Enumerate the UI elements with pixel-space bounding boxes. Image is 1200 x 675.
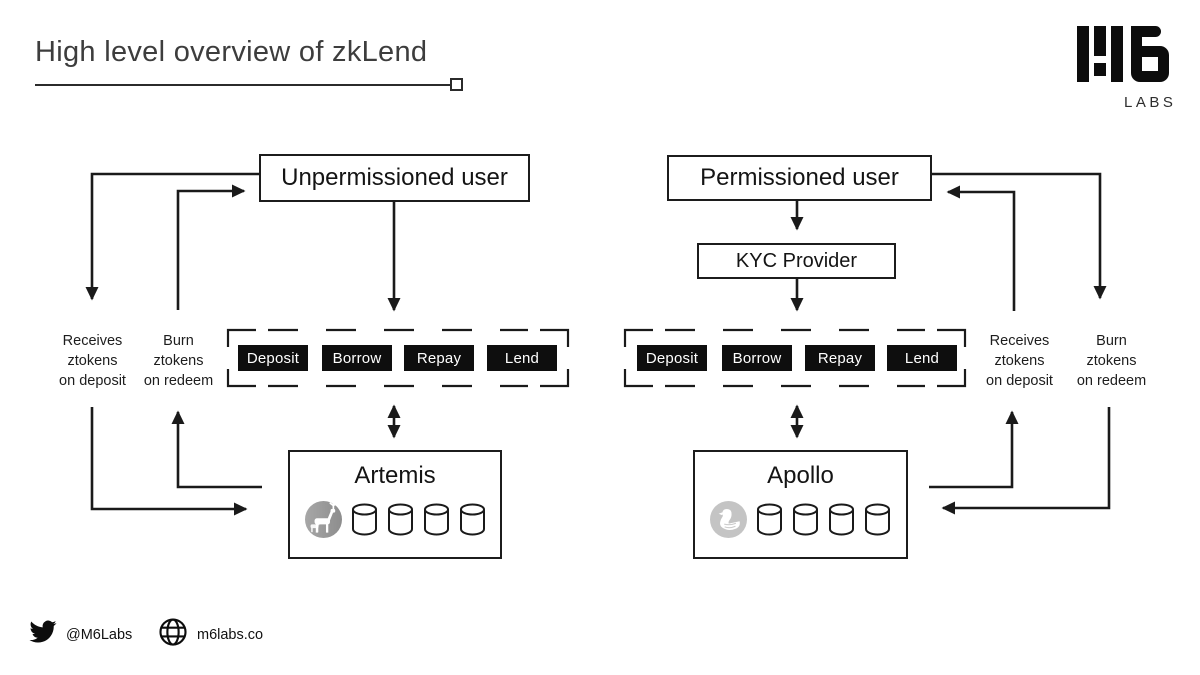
logo-bar-dot bbox=[1094, 63, 1106, 76]
repay-chip-left: Repay bbox=[404, 345, 474, 371]
permissioned-user-box: Permissioned user bbox=[667, 155, 932, 201]
burn-ztokens-label-right: Burn ztokens on redeem bbox=[1076, 333, 1147, 389]
permissioned-user-label: Permissioned user bbox=[700, 164, 899, 191]
website-url: m6labs.co bbox=[197, 627, 264, 643]
database-cylinder-icon bbox=[757, 503, 782, 536]
twitter-handle: @M6Labs bbox=[66, 627, 133, 643]
logo-labs-text: LABS bbox=[1124, 94, 1177, 111]
arrow-user-to-burn-right bbox=[932, 172, 1107, 300]
unpermissioned-user-label: Unpermissioned user bbox=[281, 164, 508, 191]
lend-chip-left: Lend bbox=[487, 345, 557, 371]
apollo-pool-title: Apollo bbox=[767, 462, 834, 489]
database-cylinder-icon bbox=[459, 503, 485, 536]
borrow-chip-right: Borrow bbox=[722, 345, 792, 371]
twitter-bird-icon bbox=[29, 620, 57, 643]
apollo-pool-icons bbox=[710, 501, 891, 538]
logo-digit-six bbox=[1131, 26, 1169, 82]
deposit-chip-right: Deposit bbox=[637, 345, 707, 371]
database-cylinder-icon bbox=[829, 503, 854, 536]
arrow-receives-to-user-right bbox=[946, 185, 1016, 311]
swan-icon bbox=[710, 501, 747, 538]
apollo-pool-box: Apollo bbox=[693, 450, 908, 559]
logo-bar bbox=[1077, 26, 1089, 82]
repay-chip-right: Repay bbox=[805, 345, 875, 371]
database-cylinder-icon bbox=[387, 503, 413, 536]
artemis-pool-icons bbox=[304, 501, 486, 538]
arrow-burn-to-apollo-right bbox=[941, 407, 1111, 515]
artemis-pool-box: Artemis bbox=[288, 450, 502, 559]
arrow-apollo-to-receives-right bbox=[929, 410, 1019, 489]
arrow-receives-to-artemis-left bbox=[90, 407, 248, 516]
burn-ztokens-label-left: Burn ztokens on redeem bbox=[143, 333, 214, 389]
kyc-provider-box: KYC Provider bbox=[697, 243, 896, 279]
database-cylinder-icon bbox=[423, 503, 449, 536]
database-cylinder-icon bbox=[793, 503, 818, 536]
receives-ztokens-label-right: Receives ztokens on deposit bbox=[986, 333, 1053, 389]
database-cylinder-icon bbox=[865, 503, 890, 536]
deer-icon bbox=[304, 501, 342, 538]
title-underline-endcap bbox=[450, 78, 463, 91]
page-title: High level overview of zkLend bbox=[35, 36, 428, 68]
logo-bar-split bbox=[1094, 26, 1106, 82]
arrow-burn-to-user-left bbox=[176, 184, 246, 310]
globe-icon bbox=[159, 618, 187, 646]
arrow-user-to-receives-left bbox=[85, 172, 259, 301]
borrow-chip-left: Borrow bbox=[322, 345, 392, 371]
lend-chip-right: Lend bbox=[887, 345, 957, 371]
deposit-chip-left: Deposit bbox=[238, 345, 308, 371]
title-underline bbox=[35, 84, 451, 86]
artemis-pool-title: Artemis bbox=[354, 462, 436, 489]
kyc-provider-label: KYC Provider bbox=[735, 249, 858, 272]
m6labs-logo bbox=[1077, 26, 1169, 82]
arrow-artemis-to-burn-left bbox=[171, 410, 262, 489]
receives-ztokens-label-left: Receives ztokens on deposit bbox=[59, 333, 126, 389]
unpermissioned-user-box: Unpermissioned user bbox=[259, 154, 530, 202]
database-cylinder-icon bbox=[351, 503, 377, 536]
logo-bar-segment bbox=[1094, 26, 1106, 56]
logo-bar bbox=[1111, 26, 1123, 82]
